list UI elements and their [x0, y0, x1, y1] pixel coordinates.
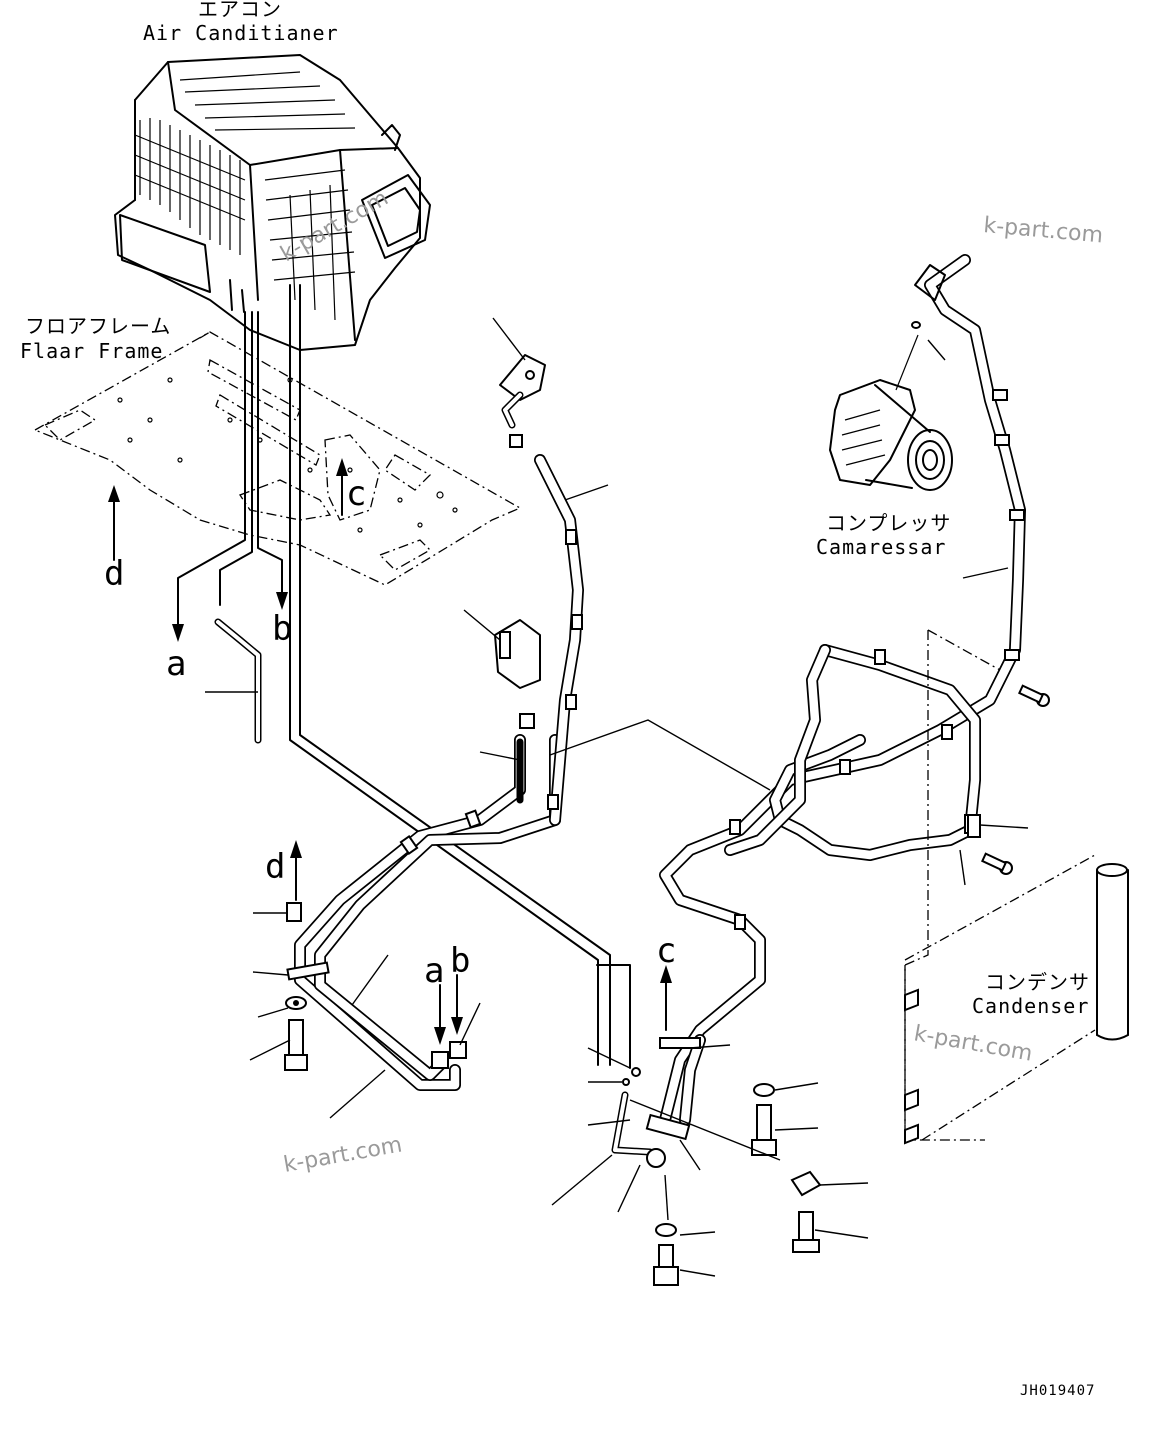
arrow-b-down-lower [451, 974, 463, 1035]
condenser-unit [904, 629, 1129, 1145]
air-conditioner-label-jp: エアコン [198, 0, 282, 21]
compressor-label: Camaressar [816, 535, 946, 559]
right-fasteners [622, 684, 1050, 1286]
marker-b-lower: b [450, 941, 470, 981]
marker-d-lower: d [265, 847, 285, 887]
air-conditioner-unit [114, 54, 431, 351]
arrow-d-up [108, 485, 120, 561]
arrow-c-up-lower [660, 965, 672, 1031]
watermark-1: k-part.com [982, 213, 1104, 248]
arrow-a-down [172, 584, 184, 642]
arrow-a-down-lower [434, 984, 446, 1045]
routing-lines [549, 719, 781, 1161]
condenser-label-jp: コンデンサ [985, 970, 1090, 994]
leader-lines [205, 317, 1029, 1277]
drawing-code: JH019407 [1020, 1383, 1095, 1399]
floor-frame-label: Flaar Frame [20, 339, 163, 363]
floor-frame-label-jp: フロアフレーム [25, 314, 171, 338]
watermark-4: k-part.com [282, 1132, 404, 1177]
floor-frame-plate [33, 331, 522, 586]
marker-a-upper: a [166, 644, 186, 684]
arrow-c-up [336, 458, 348, 516]
marker-d-upper: d [104, 554, 124, 594]
right-hose-assembly [611, 254, 1026, 1168]
ac-drop-pipes [177, 284, 631, 1069]
arrow-b-down [276, 584, 288, 610]
marker-a-lower: a [424, 951, 444, 991]
air-conditioner-label: Air Canditianer [143, 21, 339, 45]
condenser-label: Candenser [972, 994, 1089, 1018]
compressor-label-jp: コンプレッサ [826, 511, 951, 535]
marker-b-upper: b [272, 609, 292, 649]
watermark-2: k-part.com [277, 186, 393, 268]
left-hose-assembly [286, 354, 584, 1091]
drain-hose [214, 618, 262, 744]
marker-c-lower: c [656, 931, 676, 971]
compressor-unit [829, 321, 953, 491]
left-fasteners [284, 902, 467, 1071]
marker-c-upper: c [346, 474, 366, 514]
watermark-3: k-part.com [912, 1021, 1034, 1066]
arrow-d-up-lower [290, 840, 302, 901]
